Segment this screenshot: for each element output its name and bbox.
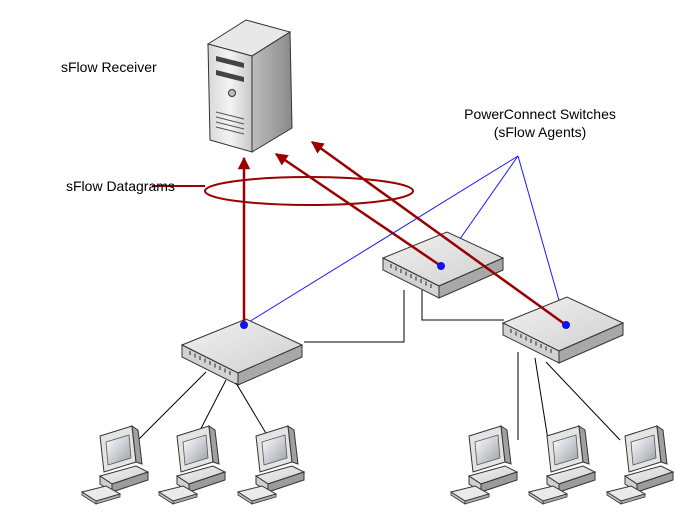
desktop-computer-icon	[606, 425, 674, 505]
agent-markers	[240, 262, 570, 329]
desktop-computer-icon	[450, 425, 518, 505]
switch-uplink-cables	[304, 290, 504, 343]
receiver-label: sFlow Receiver	[61, 59, 157, 75]
datagrams-label: sFlow Datagrams	[66, 178, 175, 194]
datagram-arrows	[237, 140, 567, 327]
desktop-computer-icon	[528, 425, 596, 505]
switches-label-line1: PowerConnect Switches	[464, 106, 616, 122]
server-tower-icon	[206, 19, 293, 153]
desktop-computer-icon	[81, 425, 149, 505]
desktop-computer-icon	[158, 425, 226, 505]
desktop-computer-icon	[237, 425, 305, 505]
network-switch-icon	[502, 296, 624, 364]
network-switch-icon	[181, 318, 303, 386]
switches-label-line2: (sFlow Agents)	[493, 124, 587, 140]
